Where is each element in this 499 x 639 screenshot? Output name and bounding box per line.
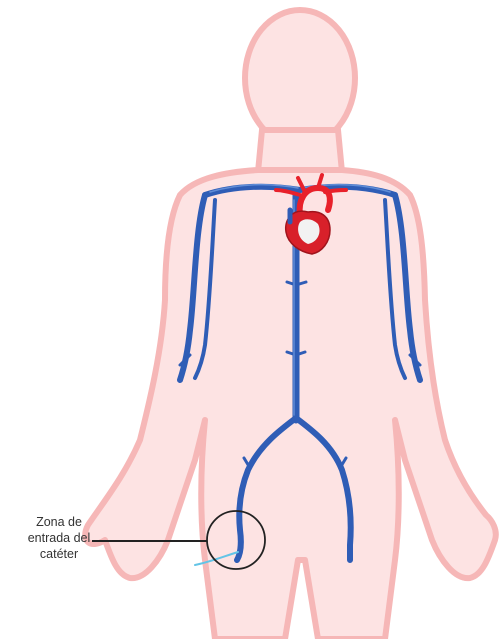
neck [258,130,342,172]
callout-line-1: Zona de [4,514,114,530]
body-silhouette [85,10,496,639]
callout-label: Zona de entrada del catéter [4,514,114,562]
callout-line-3: catéter [4,546,114,562]
artery-subclavian-right [325,190,346,192]
callout-line-2: entrada del [4,530,114,546]
head [245,10,355,146]
